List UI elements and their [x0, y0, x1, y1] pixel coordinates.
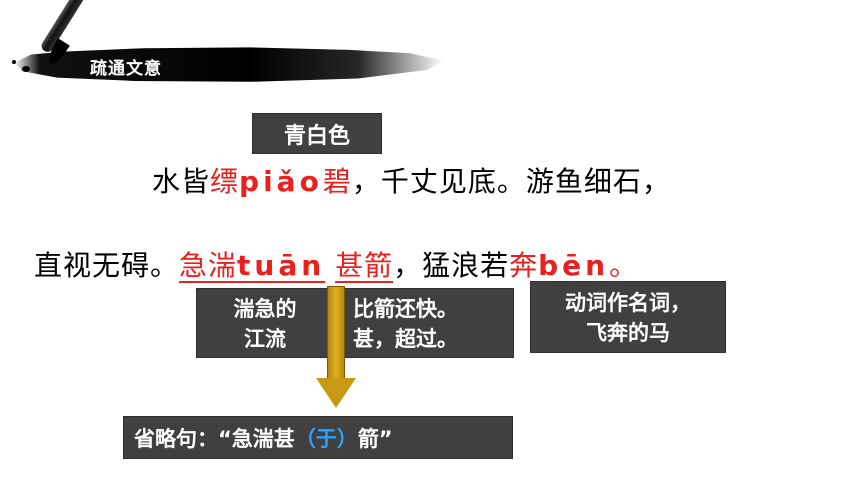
down-arrow-icon — [327, 286, 345, 380]
gloss-box-ben: 动词作名词， 飞奔的马 — [530, 281, 726, 353]
text-segment: 水皆 — [152, 165, 211, 198]
gloss-line: 甚，超过。 — [353, 327, 458, 351]
pinyin-ben: bēn — [538, 249, 610, 282]
highlight-word-shenjian: 甚箭 — [335, 249, 394, 282]
highlight-word-jituan: 急湍tuān — [179, 249, 325, 282]
highlight-text: 急湍 — [179, 249, 238, 282]
text-segment: ，千丈见底。游鱼细石， — [351, 165, 671, 198]
gloss-line: 湍急的 — [233, 297, 297, 321]
gloss-line: 动词作名词， — [565, 291, 691, 315]
gloss-jituan: 湍急的 江流 — [197, 289, 333, 359]
text-line-1: 水皆缥piǎo碧，千丈见底。游鱼细石， — [152, 160, 671, 200]
ink-brush-stroke — [14, 47, 444, 82]
highlight-char-bi: 碧 — [322, 165, 352, 198]
gloss-line: 比箭还快。 — [353, 297, 458, 321]
gloss-line: 江流 — [244, 327, 286, 351]
gloss-line: 飞奔的马 — [586, 321, 670, 345]
spacer — [325, 249, 335, 282]
ink-speck — [22, 66, 30, 72]
arrow-head-icon — [316, 378, 356, 408]
ellipsis-sentence-box: 省略句：“急湍甚（于）箭” — [123, 416, 513, 459]
ellipsis-suffix: 箭” — [357, 426, 393, 451]
gloss-box-jituan-shenjian: 湍急的 江流 比箭还快。 甚，超过。 — [196, 288, 514, 359]
highlight-char-piao: 缥 — [210, 165, 240, 198]
gloss-shenjian: 比箭还快。 甚，超过。 — [353, 289, 513, 359]
section-title: 疏通文意 — [90, 59, 162, 79]
ellipsis-prefix: 省略句：“急湍甚 — [134, 426, 295, 451]
text-line-2: 直视无碍。急湍tuān 甚箭，猛浪若奔bēn。 — [34, 244, 638, 284]
text-segment: 。 — [609, 249, 639, 282]
ink-speck — [12, 60, 16, 64]
gloss-box-qingbaise: 青白色 — [252, 113, 382, 154]
ellipsis-added-word: （于） — [294, 426, 358, 451]
text-segment: ，猛浪若 — [393, 249, 510, 282]
highlight-char-ben: 奔 — [509, 249, 539, 282]
pinyin-piao: piǎo — [239, 165, 323, 198]
text-segment: 直视无碍。 — [34, 249, 180, 282]
pinyin-tuan: tuān — [237, 249, 326, 282]
